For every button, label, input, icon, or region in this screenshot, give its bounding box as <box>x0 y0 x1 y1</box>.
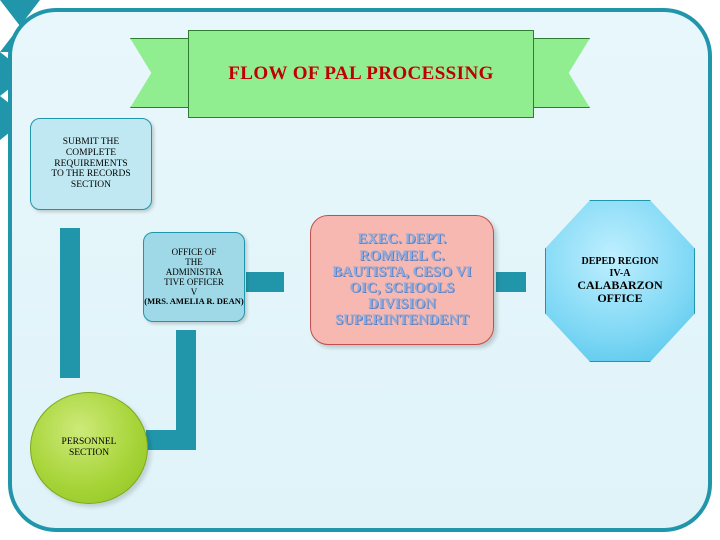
node-submit-line-2: COMPLETE <box>65 148 117 159</box>
node-office-line-3: ADMINISTRA <box>165 267 223 278</box>
node-submit-text: SUBMIT THE COMPLETE REQUIREMENTS TO THE … <box>51 137 130 190</box>
node-exec-line-4: OIC, SCHOOLS <box>349 280 455 296</box>
node-personnel-line-2: SECTION <box>68 448 110 458</box>
banner-body: FLOW OF PAL PROCESSING <box>188 30 534 118</box>
arrow-office-to-exec-shaft <box>246 272 284 292</box>
node-personnel-text: PERSONNEL SECTION <box>62 437 117 458</box>
node-submit-line-1: SUBMIT THE <box>62 137 120 148</box>
node-office-line-1: OFFICE OF <box>171 247 217 258</box>
node-personnel-line-1: PERSONNEL <box>61 437 117 448</box>
node-office-text: OFFICE OF THE ADMINISTRA TIVE OFFICER V … <box>144 247 243 307</box>
node-administrative-officer: OFFICE OF THE ADMINISTRA TIVE OFFICER V … <box>143 232 245 322</box>
node-region-line-2: IV-A <box>609 267 631 279</box>
arrow-personnel-to-office-shaft <box>176 330 196 440</box>
node-submit-line-3: REQUIREMENTS <box>54 158 128 169</box>
node-exec-line-1: EXEC. DEPT. <box>357 231 447 248</box>
node-region-emphasis-2: OFFICE <box>597 291 643 306</box>
node-office-line-5: V <box>190 287 198 298</box>
node-submit-line-4: TO THE RECORDS <box>51 169 131 180</box>
node-submit-requirements: SUBMIT THE COMPLETE REQUIREMENTS TO THE … <box>30 118 152 210</box>
title-banner: FLOW OF PAL PROCESSING <box>130 30 590 125</box>
node-personnel-section: PERSONNEL SECTION <box>30 392 148 504</box>
node-office-person: (MRS. AMELIA R. DEAN) <box>144 296 244 307</box>
node-exec-line-5: DIVISION <box>368 296 436 313</box>
arrow-submit-to-personnel-shaft <box>60 228 80 378</box>
node-exec-line-6: SUPERINTENDENT <box>335 312 469 329</box>
node-office-line-4: TIVE OFFICER <box>164 277 224 288</box>
node-exec-line-3: BAUTISTA, CESO VI <box>332 263 472 280</box>
node-exec-text: EXEC. DEPT. ROMMEL C. BAUTISTA, CESO VI … <box>332 231 471 328</box>
node-office-line-2: THE <box>185 257 203 268</box>
node-deped-region: DEPED REGION IV-A CALABARZON OFFICE <box>545 200 695 362</box>
node-exec-line-2: ROMMEL C. <box>359 247 445 264</box>
diagram-title: FLOW OF PAL PROCESSING <box>228 63 494 84</box>
node-submit-line-5: SECTION <box>70 179 112 190</box>
node-exec-dept: EXEC. DEPT. ROMMEL C. BAUTISTA, CESO VI … <box>310 215 494 345</box>
node-region-text: DEPED REGION IV-A CALABARZON OFFICE <box>577 256 662 305</box>
node-region-emphasis-1: CALABARZON <box>577 277 663 292</box>
node-region-line-1: DEPED REGION <box>581 256 659 268</box>
arrow-exec-to-region-shaft <box>496 272 526 292</box>
